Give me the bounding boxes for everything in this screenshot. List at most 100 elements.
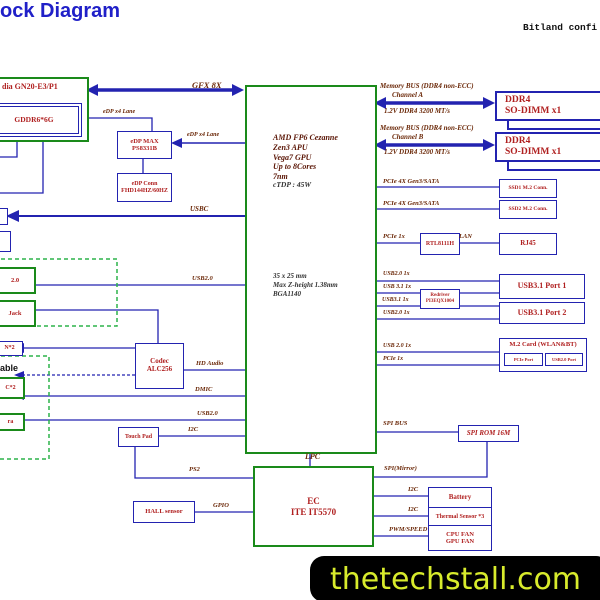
sodimm1-line: SO-DIMM x1 bbox=[505, 106, 562, 117]
redriver-line: Redriver bbox=[430, 293, 450, 299]
apu-dim-line: 35 x 25 mm bbox=[273, 272, 307, 280]
apu-specs: AMD FP6 Cezanne Zen3 APU Vega7 GPU Up to… bbox=[273, 133, 338, 182]
usbc-label: USBC bbox=[190, 205, 209, 213]
ps2-label: PS2 bbox=[189, 466, 200, 473]
mem-bus-b-label: Memory BUS (DDR4 non-ECC) bbox=[380, 124, 474, 132]
speed-a-label: 1.2V DDR4 3200 MT/s bbox=[384, 107, 450, 115]
codec-line: Codec bbox=[150, 357, 169, 366]
rj45-block: RJ45 bbox=[499, 233, 557, 255]
usb31-port1-block: USB3.1 Port 1 bbox=[499, 274, 585, 299]
spi-mirror-label: SPI(Mirror) bbox=[384, 465, 417, 472]
sodimm2-line: DDR4 bbox=[505, 136, 531, 146]
ssd1-block: SSD1 M.2 Conn. bbox=[499, 179, 557, 198]
page-title: ock Diagram bbox=[0, 0, 121, 22]
hd-audio-label: HD Audio bbox=[196, 360, 224, 367]
usb-l4-label: USB2.0 1x bbox=[383, 310, 410, 316]
hall-sensor-block: HALL sensor bbox=[133, 501, 195, 523]
left-edge-block bbox=[0, 231, 11, 252]
sodimm2-label: DDR4 SO-DIMM x1 bbox=[505, 136, 561, 158]
gpu-memory-box: GDDR6*6G bbox=[0, 103, 82, 137]
sodimm2-line: SO-DIMM x1 bbox=[505, 147, 562, 158]
m2-usb-port: USB2.0 Port bbox=[545, 353, 583, 366]
edp-conn-line: FHD144HZ/60HZ bbox=[121, 187, 168, 194]
pcie-m2-label: PCIe 1x bbox=[383, 356, 404, 362]
redriver-block: Redriver PI3EQX1004 bbox=[420, 289, 460, 309]
battery-block: Battery bbox=[428, 487, 492, 509]
apu-spec-line: 7nm bbox=[273, 172, 288, 181]
i2c-thermal-label: I2C bbox=[408, 506, 419, 513]
touchpad-block: Touch Pad bbox=[118, 427, 159, 447]
m2-card-title: M.2 Card (WLAN&BT) bbox=[509, 341, 577, 348]
gpu-block: dia GN20-E3/P1 GDDR6*6G bbox=[0, 77, 89, 142]
usbc-conn-block bbox=[0, 208, 8, 225]
apu-dim-line: BGA1140 bbox=[273, 289, 302, 298]
gpu-name: dia GN20-E3/P1 bbox=[2, 82, 58, 91]
usb-l2-label: USB 3.1 1x bbox=[383, 284, 412, 290]
pcie-lan-label: PCIe 1x bbox=[383, 233, 405, 240]
apu-spec-line: Zen3 APU bbox=[273, 142, 308, 152]
apu-dim-line: Max Z-height 1.38mm bbox=[273, 280, 338, 289]
edp-lane1-label: eDP x4 Lane bbox=[103, 109, 136, 115]
pwm-speed-label: PWM/SPEED bbox=[389, 526, 428, 533]
speed-b-label: 1.2V DDR4 3200 MT/s bbox=[384, 148, 450, 156]
usb2-audio-label: USB2.0 bbox=[192, 275, 213, 282]
bus-lines bbox=[0, 88, 499, 537]
ssd2-block: SSD2 M.2 Conn. bbox=[499, 200, 557, 219]
edp-conn-block: eDP Conn FHD144HZ/60HZ bbox=[117, 173, 172, 202]
usb-l3-label: USB3.1 1x bbox=[382, 297, 409, 303]
lpc-label: LPC bbox=[305, 452, 321, 461]
i2c-battery-label: I2C bbox=[408, 486, 419, 493]
pcie-ssd1-label: PCIe 4X Gen3/SATA bbox=[383, 178, 440, 185]
lan-label: LAN bbox=[459, 233, 472, 240]
apu-dimensions: 35 x 25 mm Max Z-height 1.38mm BGA1140 bbox=[273, 272, 338, 298]
speaker-block: N*2 bbox=[0, 341, 23, 356]
edp-max-line: PS8331B bbox=[132, 145, 157, 152]
edp-max-block: eDP MAX PS8331B bbox=[117, 131, 172, 159]
thermal-sensor-block: Thermal Sensor *3 bbox=[428, 507, 492, 527]
ec-label: EC bbox=[307, 496, 320, 507]
gfx-bus-label: GFX 8X bbox=[192, 80, 222, 90]
usb-l5-label: USB 2.0 1x bbox=[383, 343, 412, 349]
dmic-label: DMIC bbox=[195, 386, 213, 393]
mem-bus-a-label: Memory BUS (DDR4 non-ECC) bbox=[380, 82, 474, 90]
gpu-memory-label: GDDR6*6G bbox=[14, 114, 54, 124]
edp-max-line: eDP MAX bbox=[130, 137, 159, 145]
lan-chip-block: RTL8111H bbox=[420, 233, 460, 255]
pcie-ssd2-label: PCIe 4X Gen3/SATA bbox=[383, 200, 440, 207]
apu-spec-line: Vega7 GPU bbox=[273, 152, 312, 162]
ec-part-number: ITE IT5570 bbox=[290, 506, 337, 517]
apu-tdp: cTDP : 45W bbox=[273, 180, 312, 189]
gpu-fan-line: GPU FAN bbox=[445, 538, 475, 545]
spi-rom-block: SPI ROM 16M bbox=[458, 425, 519, 442]
usb-port-block: 2.0 bbox=[0, 267, 36, 294]
edp-conn-line: eDP Conn bbox=[131, 180, 158, 187]
channel-a-label: Channel A bbox=[392, 91, 424, 99]
sodimm-shapes bbox=[495, 91, 600, 171]
dashed-group-frames bbox=[0, 258, 118, 460]
codec-line: ALC256 bbox=[146, 365, 173, 373]
cable-heading: able bbox=[0, 363, 19, 373]
apu-block: AMD FP6 Cezanne Zen3 APU Vega7 GPU Up to… bbox=[245, 85, 377, 454]
sodimm1-label: DDR4 SO-DIMM x1 bbox=[505, 95, 561, 117]
ec-block: EC ITE IT5570 bbox=[253, 466, 374, 547]
codec-block: Codec ALC256 bbox=[135, 343, 184, 389]
usb2-camera-label: USB2.0 bbox=[197, 410, 218, 417]
apu-spec-line: AMD FP6 Cezanne bbox=[273, 133, 338, 142]
i2c-touchpad-label: I2C bbox=[188, 426, 199, 433]
spi-bus-label: SPI BUS bbox=[383, 420, 408, 427]
channel-b-label: Channel B bbox=[392, 133, 424, 141]
usb-l1-label: USB2.0 1x bbox=[383, 271, 410, 277]
edp-lane2-label: eDP x4 Lane bbox=[187, 132, 220, 138]
usb31-port2-block: USB3.1 Port 2 bbox=[499, 302, 585, 324]
confidential-note: Bitland confi bbox=[523, 22, 598, 33]
cpu-fan-line: CPU FAN bbox=[446, 530, 474, 538]
m2-card-block: M.2 Card (WLAN&BT) PCIe Port USB2.0 Port bbox=[499, 338, 587, 372]
fan-block: CPU FAN GPU FAN bbox=[428, 525, 492, 551]
gpio-label: GPIO bbox=[213, 502, 229, 509]
m2-pcie-port: PCIe Port bbox=[504, 353, 543, 366]
sodimm1-line: DDR4 bbox=[505, 95, 531, 105]
apu-spec-line: Up to 8Cores bbox=[273, 162, 317, 172]
mic-block: C*2 bbox=[0, 377, 25, 399]
